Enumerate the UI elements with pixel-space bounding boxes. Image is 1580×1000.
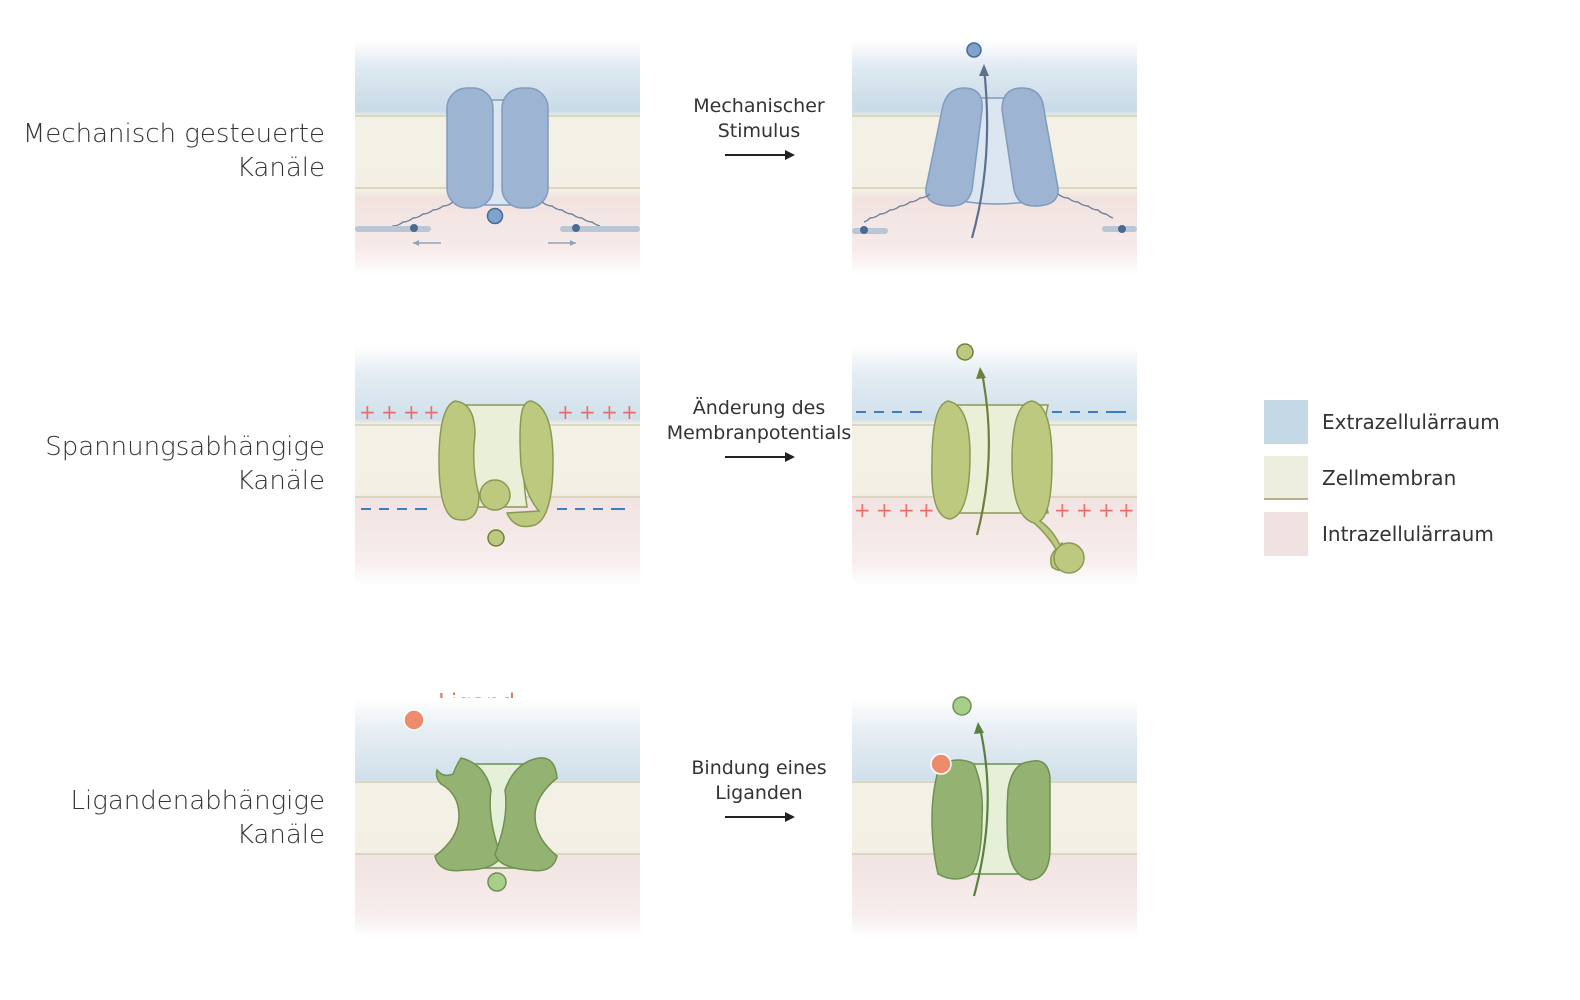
svg-text:+: + [403, 400, 420, 424]
ion [487, 872, 507, 892]
channel-subunit-right [505, 400, 554, 528]
svg-text:+: + [876, 498, 893, 522]
stimulus-line: Änderung des [692, 397, 826, 419]
ion [966, 42, 982, 58]
ion [956, 343, 974, 361]
tether-right [541, 201, 601, 227]
mechanical-channel-open [852, 40, 1137, 275]
label-line: Ligandenabhängige [70, 786, 325, 816]
label-line: Spannungsabhängige [45, 432, 325, 462]
legend-label: Zellmembran [1322, 466, 1457, 490]
legend-label: Intrazellulärraum [1322, 522, 1494, 546]
stimulus-voltage: Änderung des Membranpotentials [659, 396, 859, 462]
ion-flow-arrow [970, 67, 989, 239]
label-line: Kanäle [236, 466, 325, 496]
plus-charges: ++++ ++++ [854, 498, 1135, 522]
svg-text:+: + [1076, 498, 1093, 522]
channel-subunit-left [925, 87, 983, 207]
tether-right [1057, 193, 1114, 219]
channel-subunit-left [438, 400, 480, 521]
svg-text:+: + [854, 498, 871, 522]
ligand-channel-closed [355, 698, 640, 938]
ligand-molecule [403, 709, 425, 731]
svg-text:+: + [918, 498, 935, 522]
channel-subunit-right [1001, 87, 1059, 207]
right-arrow-icon [725, 812, 795, 822]
stimulus-mechanical: Mechanischer Stimulus [659, 94, 859, 160]
stimulus-line: Liganden [715, 782, 803, 804]
bound-ligand [930, 753, 952, 775]
stimulus-line: Stimulus [717, 120, 801, 142]
right-arrow-icon [725, 150, 795, 160]
legend-label: Extrazellulärraum [1322, 410, 1500, 434]
ion-flow-arrow [975, 372, 990, 536]
channel-subunit-left [434, 757, 502, 872]
tether-left [863, 193, 931, 223]
channel-subunit-left [931, 400, 971, 520]
svg-text:+: + [359, 400, 376, 424]
svg-text:+: + [381, 400, 398, 424]
ion [486, 207, 504, 225]
legend-swatch [1264, 512, 1308, 556]
row-label-mechanical: Mechanisch gesteuerte Kanäle [23, 117, 325, 185]
svg-text:+: + [1054, 498, 1071, 522]
label-line: Mechanisch gesteuerte [22, 119, 325, 149]
row-label-ligand: Ligandenabhängige Kanäle [71, 784, 325, 852]
mechanical-channel-closed [355, 40, 640, 275]
ion-flow-arrow [972, 727, 989, 897]
stimulus-line: Mechanischer [693, 95, 825, 117]
svg-text:+: + [1098, 498, 1115, 522]
svg-text:+: + [898, 498, 915, 522]
svg-text:+: + [621, 400, 638, 424]
svg-text:+: + [579, 400, 596, 424]
right-arrow-icon [725, 452, 795, 462]
voltage-channel-closed: ++++ ++++ [355, 345, 640, 585]
svg-text:+: + [601, 400, 618, 424]
label-line: Kanäle [236, 153, 325, 183]
voltage-channel-open: ++++ ++++ [852, 343, 1137, 585]
svg-text:+: + [1118, 498, 1135, 522]
channel-subunit-left [931, 759, 984, 880]
ion [487, 529, 505, 547]
ligand-channel-open [852, 696, 1137, 938]
svg-text:+: + [557, 400, 574, 424]
channel-subunit-left [446, 87, 494, 209]
stimulus-ligand: Bindung eines Liganden [659, 756, 859, 822]
legend-swatch [1264, 400, 1308, 444]
channel-subunit-right [1006, 760, 1051, 881]
svg-text:+: + [423, 400, 440, 424]
channel-subunit-right [501, 87, 549, 209]
tether-left [384, 201, 454, 231]
plus-charges: ++++ ++++ [359, 400, 638, 424]
row-label-voltage: Spannungsabhängige Kanäle [45, 430, 325, 498]
gate-ball [1053, 542, 1085, 574]
gate-ball [479, 479, 511, 511]
label-line: Kanäle [236, 820, 325, 850]
legend-swatch [1264, 456, 1308, 500]
stimulus-line: Membranpotentials [666, 422, 852, 444]
channel-subunit-right [494, 757, 558, 872]
stimulus-line: Bindung eines [691, 757, 827, 779]
ion [952, 696, 972, 716]
